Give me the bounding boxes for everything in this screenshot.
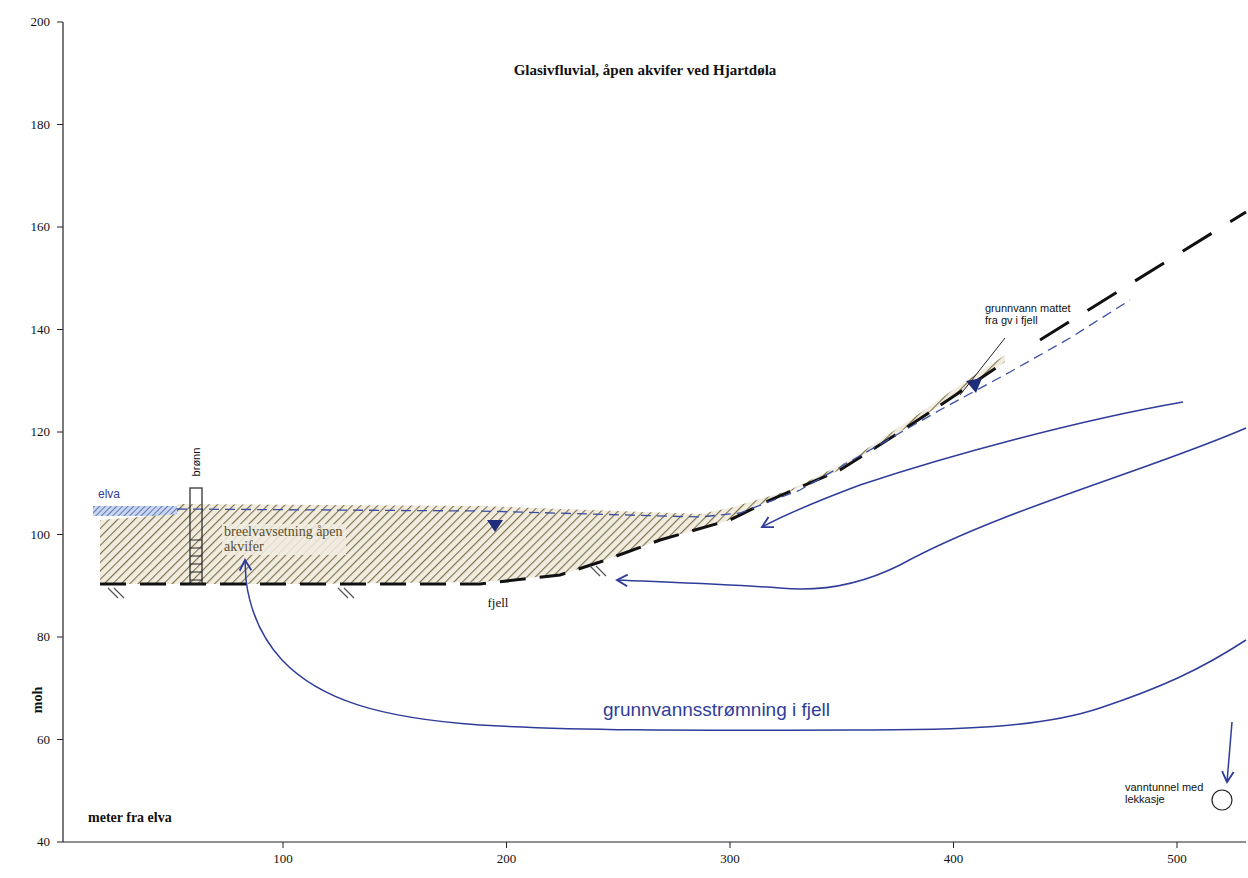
axis-tick-label: 100 [273, 852, 293, 866]
axis-tick-label: 160 [31, 220, 51, 234]
water-table [177, 300, 1130, 517]
well-label: brønn [190, 448, 202, 477]
axis-tick-label: 200 [31, 15, 51, 29]
axis-tick-label: 140 [31, 322, 51, 336]
rock-surface [100, 362, 1005, 584]
axes [63, 22, 1246, 842]
aquifer-label: breelvavsetning åpen akvifer [222, 524, 346, 555]
rock-surface-extension [1040, 212, 1246, 340]
axis-tick-label: 200 [497, 852, 517, 866]
axis-ticks [57, 22, 1177, 848]
axis-tick-label: 60 [37, 732, 50, 746]
axis-tick-label: 180 [31, 117, 51, 131]
axis-title: meter fra elva [88, 810, 172, 825]
leader-line [960, 338, 1005, 395]
water-level-symbol [487, 520, 503, 532]
axis-tick-label: 120 [31, 425, 51, 439]
rock-marks [108, 566, 606, 598]
axis-tick-label: 500 [1167, 852, 1187, 866]
tunnel-label: vanntunnel med lekkasje [1125, 781, 1209, 805]
water-tunnel [1212, 790, 1232, 810]
axis-tick-label: 300 [720, 852, 740, 866]
flow-lines [245, 402, 1246, 782]
river [93, 506, 177, 516]
aquifer-hatch [100, 355, 1005, 584]
river-label: elva [98, 488, 120, 501]
callout-label: grunnvann mattet fra gv i fjell [985, 302, 1081, 326]
diagram-title: Glasivfluvial, åpen akvifer ved Hjartdøl… [514, 62, 777, 79]
axis-tick-label: 100 [31, 527, 51, 541]
well-casing [190, 488, 202, 584]
well-screen [190, 540, 202, 580]
flow-label: grunnvannsstrømning i fjell [600, 700, 833, 721]
water-level-symbol [966, 378, 982, 393]
rock-label: fjell [488, 596, 509, 610]
axis-tick-label: 400 [944, 852, 964, 866]
axis-tick-label: 80 [37, 630, 50, 644]
axis-tick-label: 40 [37, 835, 50, 849]
axis-title: moh [30, 687, 45, 713]
